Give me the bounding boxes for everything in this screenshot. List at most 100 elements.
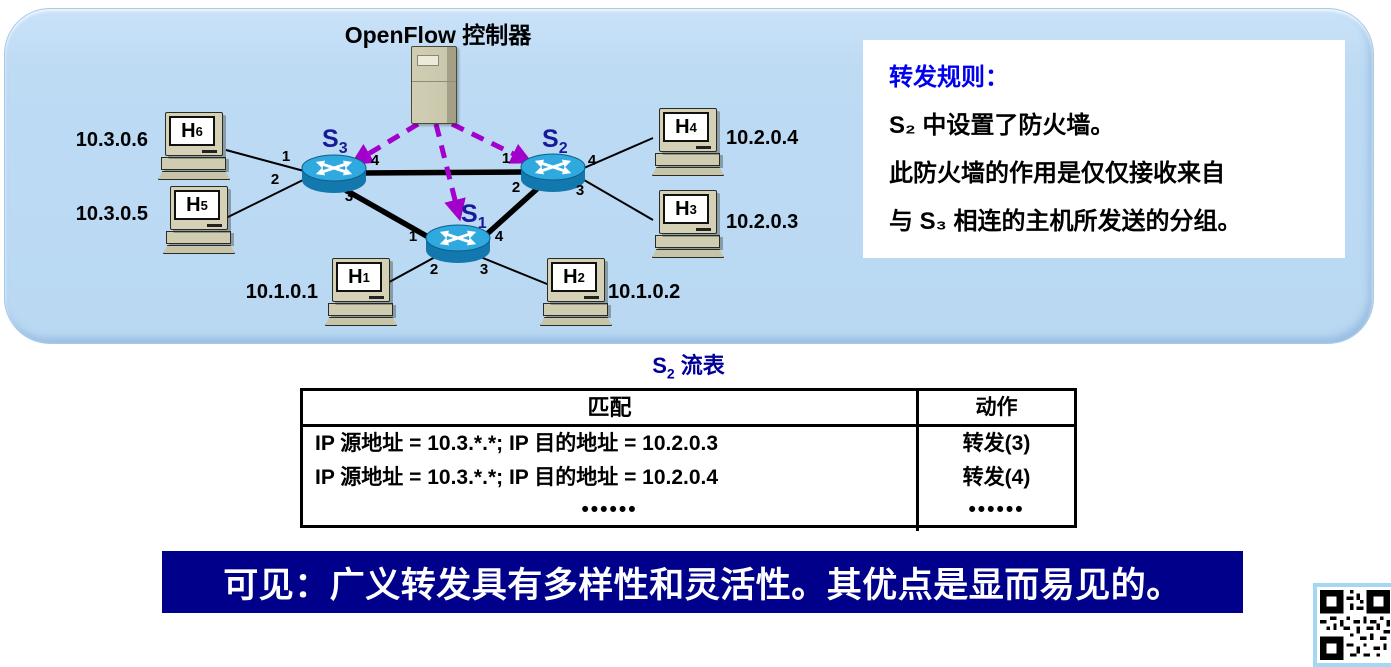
switch-s2-port-2: 2 <box>511 179 521 196</box>
switch-s1-label: S1 <box>461 202 487 232</box>
disk-slot <box>202 150 217 153</box>
host-h2 desktop-computer-icon: H2 <box>540 258 612 326</box>
flow-table-row-3-match: •••••• <box>303 495 919 531</box>
link-h4-s2 <box>583 137 654 169</box>
flow-table-row-2-match: IP 源地址 = 10.3.*.*; IP 目的地址 = 10.2.0.4 <box>303 461 919 495</box>
rules-line-3: 与 S₃ 相连的主机所发送的分组。 <box>889 208 1242 235</box>
disk-slot <box>584 296 599 299</box>
host-h4 desktop-computer-icon: H4 <box>652 108 724 176</box>
link-s3-s2 <box>363 169 523 176</box>
flow-table-row: IP 源地址 = 10.3.*.*; IP 目的地址 = 10.2.0.3 转发… <box>303 427 1074 461</box>
host-h3-ip: 10.2.0.3 <box>726 211 799 233</box>
switch-s3-label: S3 <box>322 127 348 157</box>
switch-s2-sub: 2 <box>558 140 568 157</box>
host-h4-base: H <box>675 116 690 138</box>
disk-slot <box>696 146 711 149</box>
rules-title: 转发规则： <box>889 64 1009 91</box>
disk-slot <box>207 224 222 227</box>
switch-s1-port-1: 1 <box>408 228 418 245</box>
host-h2-base: H <box>563 266 578 288</box>
link-s3-s1 <box>340 185 439 245</box>
switch-s2-port-3: 3 <box>575 182 585 199</box>
server-divider <box>412 81 456 82</box>
link-h2-s1 <box>477 255 553 287</box>
flow-table-title: S2 流表 <box>300 352 1077 383</box>
rules-line-2: 此防火墙的作用是仅仅接收来自 <box>889 160 1225 187</box>
host-base <box>158 171 230 180</box>
host-h1-ip: 10.1.0.1 <box>245 281 318 303</box>
host-h6 desktop-computer-icon: H6 <box>158 112 230 180</box>
host-h6-base: H <box>181 120 196 142</box>
slide: { "topology": { "title": "OpenFlow 控制器",… <box>4 8 1391 667</box>
controller-title: OpenFlow 控制器 <box>344 22 532 48</box>
flow-table-header-match: 匹配 <box>303 391 919 424</box>
host-base <box>163 245 235 254</box>
flow-table-row: IP 源地址 = 10.3.*.*; IP 目的地址 = 10.2.0.4 转发… <box>303 461 1074 495</box>
switch-s1-port-3: 3 <box>479 261 489 278</box>
flow-table-row-2-action: 转发(4) <box>962 466 1031 489</box>
host-h1-base: H <box>348 266 363 288</box>
disk-slot <box>696 228 711 231</box>
host-unit <box>543 303 608 316</box>
host-unit <box>655 235 720 248</box>
switch-s2-base: S <box>542 125 559 153</box>
host-h3 desktop-computer-icon: H3 <box>652 190 724 258</box>
router-switch-icon-s3 <box>301 154 367 193</box>
host-h1-sub: 1 <box>362 269 370 285</box>
flow-table-row-1-action: 转发(3) <box>962 432 1031 455</box>
control-arrow-s2 <box>450 121 533 164</box>
forwarding-rules-box: 转发规则： S₂ 中设置了防火墙。 此防火墙的作用是仅仅接收来自 与 S₃ 相连… <box>863 40 1345 258</box>
switch-s3-sub: 3 <box>338 140 348 157</box>
router-switch-icon-s2 <box>520 153 586 192</box>
switch-s3-port-4: 4 <box>370 152 380 169</box>
disk-slot <box>369 296 384 299</box>
host-h3-sub: 3 <box>689 201 697 217</box>
host-h1 desktop-computer-icon: H1 <box>325 258 397 326</box>
link-h1-s1 <box>381 255 438 287</box>
host-unit <box>655 153 720 166</box>
flow-table: 匹配 动作 IP 源地址 = 10.3.*.*; IP 目的地址 = 10.2.… <box>300 388 1077 531</box>
host-h6-sub: 6 <box>195 123 203 139</box>
host-h2-sub: 2 <box>577 269 585 285</box>
host-base <box>652 249 724 258</box>
qr-pattern <box>1320 590 1390 660</box>
flow-table-header-action: 动作 <box>975 396 1018 419</box>
server-slot <box>417 55 439 66</box>
switch-s1-base: S <box>461 200 478 228</box>
flow-table-row: •••••• •••••• <box>303 495 1074 531</box>
flow-table-header-row: 匹配 动作 <box>303 391 1074 427</box>
flow-table-title-rest: 流表 <box>674 353 725 378</box>
flow-table-title-base: S <box>652 353 667 378</box>
control-arrow-s1 <box>433 123 466 222</box>
server-tower-icon <box>411 46 457 124</box>
switch-s1-port-4: 4 <box>494 228 504 245</box>
host-h5-sub: 5 <box>200 197 208 213</box>
flow-table-title-sub: 2 <box>666 365 675 382</box>
switch-s2-port-1: 1 <box>501 150 511 167</box>
rules-line-1: S₂ 中设置了防火墙。 <box>889 112 1115 139</box>
flow-table-row-1-match: IP 源地址 = 10.3.*.*; IP 目的地址 = 10.2.0.3 <box>303 427 919 461</box>
host-unit <box>161 157 226 170</box>
host-base <box>540 317 612 326</box>
host-h2-ip: 10.1.0.2 <box>608 281 681 303</box>
host-unit <box>328 303 393 316</box>
control-arrow-s3 <box>350 121 420 165</box>
switch-s2-label: S2 <box>542 127 568 157</box>
switch-s3-port-3: 3 <box>344 188 354 205</box>
host-unit <box>166 231 231 244</box>
host-base <box>325 317 397 326</box>
switch-s1-port-2: 2 <box>429 261 439 278</box>
host-base <box>652 167 724 176</box>
host-h4-ip: 10.2.0.4 <box>726 127 799 149</box>
switch-s3-port-1: 1 <box>281 148 291 165</box>
host-h6-ip: 10.3.0.6 <box>75 129 148 151</box>
host-h5-ip: 10.3.0.5 <box>75 203 148 225</box>
conclusion-banner: 可见：广义转发具有多样性和灵活性。其优点是显而易见的。 <box>162 551 1243 613</box>
flow-table-row-3-action: •••••• <box>968 498 1025 521</box>
host-h5 desktop-computer-icon: H5 <box>163 186 235 254</box>
switch-s3-base: S <box>322 125 339 153</box>
qr-code-icon <box>1313 583 1391 667</box>
host-h4-sub: 4 <box>689 119 697 135</box>
switch-s2-port-4: 4 <box>587 152 597 169</box>
link-h5-s3 <box>225 179 304 219</box>
